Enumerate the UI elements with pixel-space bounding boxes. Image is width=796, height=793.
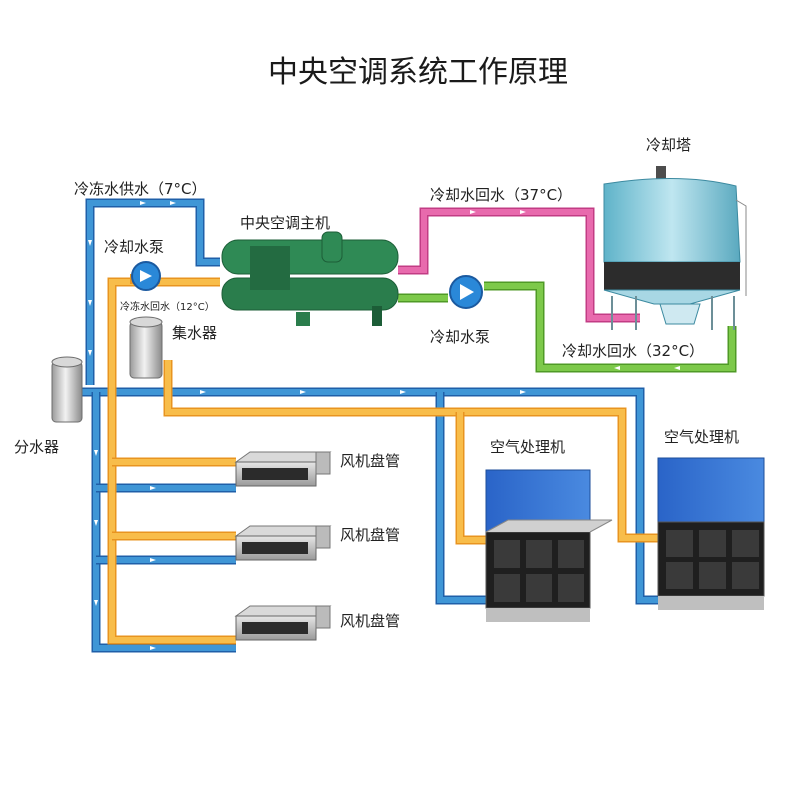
- ahu-unit-1: [485, 469, 613, 622]
- label-cooling-tower: 冷却塔: [646, 136, 691, 154]
- cooling-tower: [603, 166, 747, 330]
- label-cooling-pump-right: 冷却水泵: [430, 328, 490, 346]
- page-title: 中央空调系统工作原理: [268, 55, 568, 90]
- fan-coil-unit-3: [234, 605, 332, 641]
- ahu-unit-2: [657, 457, 765, 610]
- fan-coil-unit-2: [234, 525, 332, 561]
- label-collector: 集水器: [172, 324, 217, 342]
- cooling-pump-right: [449, 275, 483, 309]
- label-distributor: 分水器: [14, 438, 59, 456]
- label-fcu-2: 风机盘管: [340, 526, 400, 544]
- collector-tank: [129, 316, 163, 379]
- label-cooling-return-32: 冷却水回水（32°C）: [562, 342, 704, 360]
- distributor-tank: [51, 356, 83, 423]
- pipes: [80, 198, 737, 653]
- label-ahu-1: 空气处理机: [490, 438, 565, 456]
- label-chiller: 中央空调主机: [240, 214, 330, 232]
- flow-arrows: [88, 201, 680, 650]
- label-fcu-1: 风机盘管: [340, 452, 400, 470]
- label-fcu-3: 风机盘管: [340, 612, 400, 630]
- cooling-pump-left: [130, 261, 161, 291]
- label-cooling-pump-left: 冷却水泵: [104, 238, 164, 256]
- fan-coil-unit-1: [234, 451, 332, 487]
- label-cooling-return-37: 冷却水回水（37°C）: [430, 186, 572, 204]
- chilled-fcu-riser-pipe: [91, 392, 236, 653]
- chiller-unit: [221, 231, 399, 326]
- label-chilled-return: 冷冻水回水（12°C）: [120, 300, 215, 313]
- label-chilled-supply: 冷冻水供水（7°C）: [74, 180, 207, 198]
- label-ahu-2: 空气处理机: [664, 428, 739, 446]
